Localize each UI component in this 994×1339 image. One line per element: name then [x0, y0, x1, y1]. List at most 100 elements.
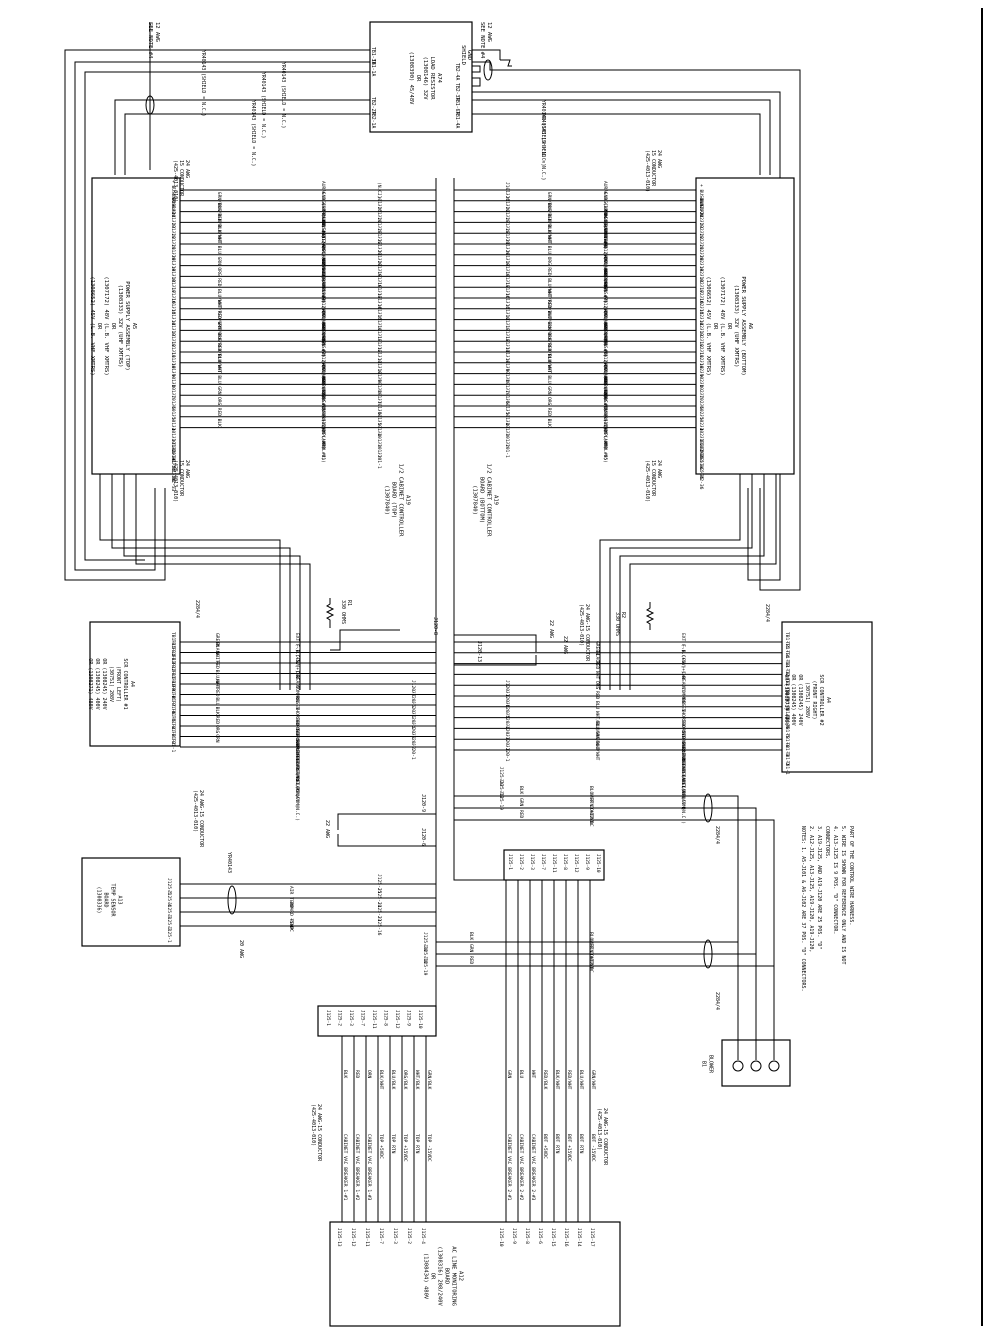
- a6-signal-2: -12VDC (AMPL #8): [602, 203, 608, 247]
- a5-color-3: BLU/WHT: [216, 224, 222, 244]
- a5-pin-2: J101-24: [170, 198, 176, 218]
- a12-left-signal-1: CABINET VAC BREAKER 1-#2: [354, 1134, 360, 1201]
- awg24-a12b: 24 AWG-15 CONDUCTOR: [602, 1108, 608, 1166]
- a6-color-19: ORG: [546, 397, 552, 406]
- a74-load-resistor: A74 LOAD RESISTOR (1308146) 32V OR (1308…: [369, 21, 473, 133]
- a19-pin-14: J101-12: [376, 333, 382, 353]
- scr2-pin-8: TB1-7: [784, 706, 790, 720]
- awg22-b: 22 AWG: [324, 820, 330, 838]
- a5-color-1: ORG/BLK: [216, 203, 222, 223]
- a19-j125-1: J125-2: [337, 1010, 343, 1026]
- blower-title-0: BLOWER: [708, 1055, 714, 1074]
- awg12-top2: 12 AWG: [486, 22, 492, 42]
- a12-right-pin-3: J125-6: [537, 1228, 543, 1244]
- a6-pin-9: J102-17: [698, 274, 704, 294]
- a19-j125-6: J125-12: [394, 1010, 400, 1029]
- scr1-color-3: RED: [214, 661, 220, 670]
- scr1-pin-13: TB1-2: [170, 731, 176, 745]
- a6-signal-4: RS485 (-) (AMPL #8): [602, 224, 608, 277]
- blower-j-0: J125-20: [498, 767, 504, 787]
- a19b-pin-6: J101-19: [504, 247, 510, 267]
- scr1-box: [89, 621, 181, 747]
- a19b-pin-0: J101-25: [504, 182, 510, 202]
- a5-signal-14: RS485 (-) (AMPL #2): [320, 332, 326, 385]
- a5-color-11: RED/WHT: [216, 311, 222, 331]
- a5-pin-15: J101-11: [170, 338, 176, 358]
- a6-signal-14: RS485 (-) (AMPL #6): [602, 332, 608, 385]
- a6-color-14: RED/BLK: [546, 343, 552, 363]
- scr2-signal-10: OVERCURRENT FAULT RELAY (N.C.): [680, 741, 686, 824]
- a74-top-pin-1: TB1-1A: [370, 59, 376, 76]
- a19b-pin-12: J101-13: [504, 312, 510, 332]
- scr1-pin-5: TB1-10: [170, 670, 176, 687]
- a6-pin-4: J102-22: [698, 220, 704, 240]
- a12-title-2: BOARD: [444, 1268, 450, 1285]
- a5-signal-10: RS485 (+) (AMPL #3): [320, 289, 326, 342]
- a5-pin-7: J101-19: [170, 252, 176, 272]
- a6-signal-10: RS485 (+) (AMPL #7): [602, 289, 608, 342]
- awg22-a: 22 AWG: [548, 620, 554, 638]
- a5-color-19: ORG: [216, 397, 222, 406]
- a5-pin-28: J101-34: [170, 462, 176, 482]
- a6-color-21: BLK: [546, 419, 552, 428]
- blower-color-0: BLK: [518, 786, 524, 795]
- a5-pin-1: - BUSBAR: [170, 192, 176, 214]
- scr1-pin-11: TB1-4: [170, 716, 176, 730]
- scr1-signal-0: EXT F.B.: [294, 633, 300, 655]
- a19-pin-5: J101-21: [376, 236, 382, 256]
- a19-title-2: BOARD (TOP): [391, 482, 397, 518]
- cable-a12b: (425-4013-010): [596, 1108, 602, 1150]
- cond15-a5: 15 CONDUCTOR: [178, 160, 184, 197]
- a5-pin-25: J101-1: [170, 446, 176, 463]
- scr1-signal-1: (-) CCW: [294, 644, 300, 664]
- a5-pin-22: J101-4: [170, 414, 176, 431]
- a13-j-2: J125-23: [376, 902, 382, 922]
- a6-title-2: (1308333) 32V (UHF XMTRS): [733, 285, 739, 368]
- a19b-j125-2: J125-3: [529, 854, 535, 870]
- a6-signal-19: -12VDC (AMPL #5): [602, 386, 608, 430]
- a6-color-12: GRN/BLK: [546, 321, 552, 341]
- blower-signal-b-2: +12VDC: [588, 956, 594, 973]
- a19-pin-13: J101-13: [376, 322, 382, 342]
- scr1-signal-5: COMMON: [294, 686, 300, 703]
- a5-pin-23: J101-3: [170, 425, 176, 442]
- a12-left-color-1: RED: [354, 1070, 360, 1079]
- a19b-pin-7: J101-18: [504, 258, 510, 278]
- a74-label-3: OR: [415, 75, 421, 82]
- a19-pin-4: J101-22: [376, 225, 382, 245]
- a4b-title-1: SCR CONTROLLER #2: [818, 674, 824, 725]
- scr2-signal-5: COMMON: [680, 687, 686, 704]
- a6-signal-17: GND (AMPL #5): [602, 365, 608, 401]
- cable-scr2: (425-4013-010): [578, 604, 584, 646]
- a19-j125-3: J125-7: [360, 1010, 366, 1026]
- a5-pin-20: J101-6: [170, 392, 176, 409]
- a19-pin-10: J101-16: [376, 290, 382, 310]
- scr1-pin-1: TB1-14: [170, 640, 176, 657]
- a4-title-1: SCR CONTROLLER #1: [122, 658, 128, 709]
- a74-line-0: YR40143 (SHIELD = N.C.): [200, 50, 206, 116]
- scr2-color-0: GREEN: [594, 641, 600, 655]
- a74-label-2: (1308146) 32V: [422, 56, 428, 100]
- a5-color-9: BLU/WHT: [216, 289, 222, 309]
- a6-pin-6: J102-20: [698, 241, 704, 261]
- a74-top-pin-0: TB1-3A: [370, 47, 376, 64]
- a19-title-1: 1/2 CABINET CONTROLLER: [398, 464, 404, 538]
- a6-pin-8: J102-18: [698, 263, 704, 283]
- a74-line-3: YR40143 (SHIELD = N.C.): [250, 100, 256, 166]
- scr1-signal-7: SHORTED SCR FAULT RELAY (N.C.): [294, 707, 300, 790]
- a19b-pin-14: J101-11: [504, 333, 510, 353]
- a12-right-color-6: BLU/WHT: [578, 1070, 584, 1090]
- a5-signal-0: AURAL AGC ANALOG SYSTEMS: [320, 181, 326, 248]
- a5-color-8: RED: [216, 278, 222, 287]
- note-4: 4. A13-J125 IS 9 POS. "D" CONNECTOR.: [832, 826, 838, 934]
- a19-pin-12: J101-14: [376, 312, 382, 332]
- scr2-color-8: BLU/WHT: [594, 721, 600, 741]
- a6-pin-1: -BUSBAR: [698, 196, 704, 216]
- a19-j125-4: J125-11: [371, 1010, 377, 1029]
- note-5: 5. WIRE IS SHOWN FOR REFERENCE ONLY AND …: [840, 826, 846, 964]
- a4-title-6: OR (1308271) 480V: [87, 658, 93, 709]
- a5-signal-12: GND (AMPL #2): [320, 311, 326, 347]
